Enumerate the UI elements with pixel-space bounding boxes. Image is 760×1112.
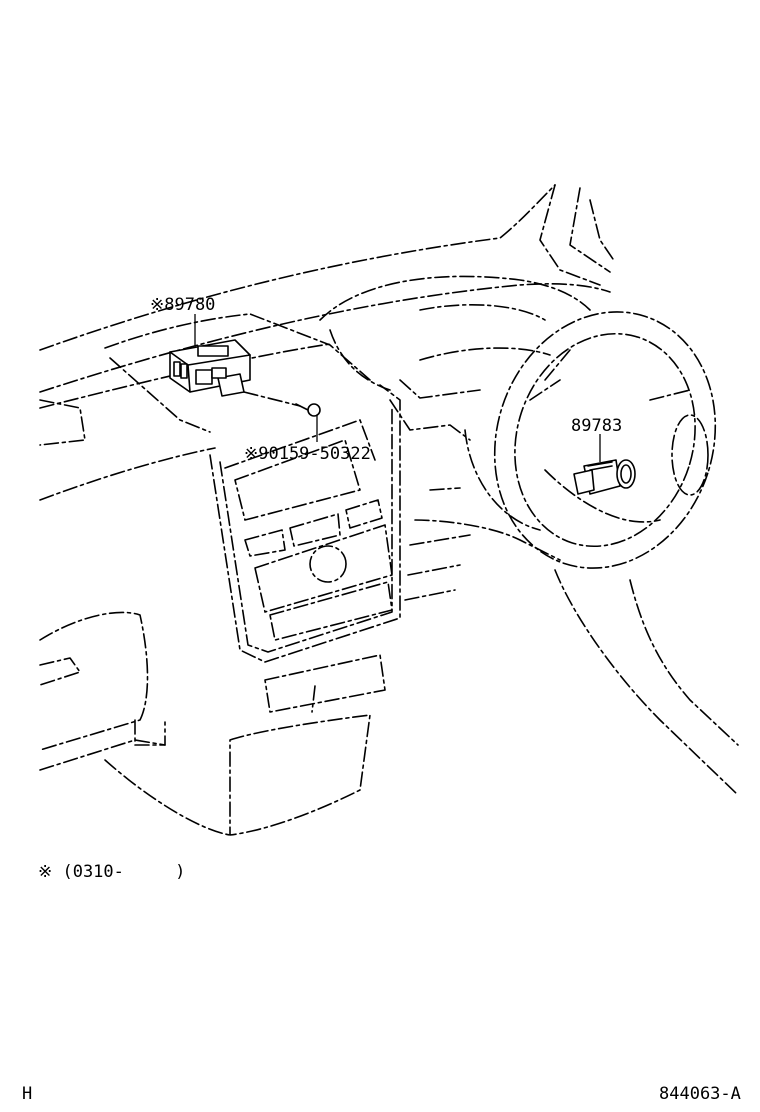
corner-left-code: H <box>22 1084 32 1104</box>
dashboard-outline <box>39 184 739 836</box>
diagram-number: 844063-A <box>659 1084 741 1104</box>
footnote: ※ (0310- ) <box>38 862 185 882</box>
label-89780: ※89780 <box>150 295 215 315</box>
part-89783-switch <box>573 459 636 495</box>
label-bolt: ※90159-50322 <box>244 444 371 464</box>
steering-wheel <box>493 311 717 569</box>
label-89783: 89783 <box>571 416 622 436</box>
part-89780-module <box>169 339 251 397</box>
part-bolt-90159-50322 <box>243 391 321 417</box>
